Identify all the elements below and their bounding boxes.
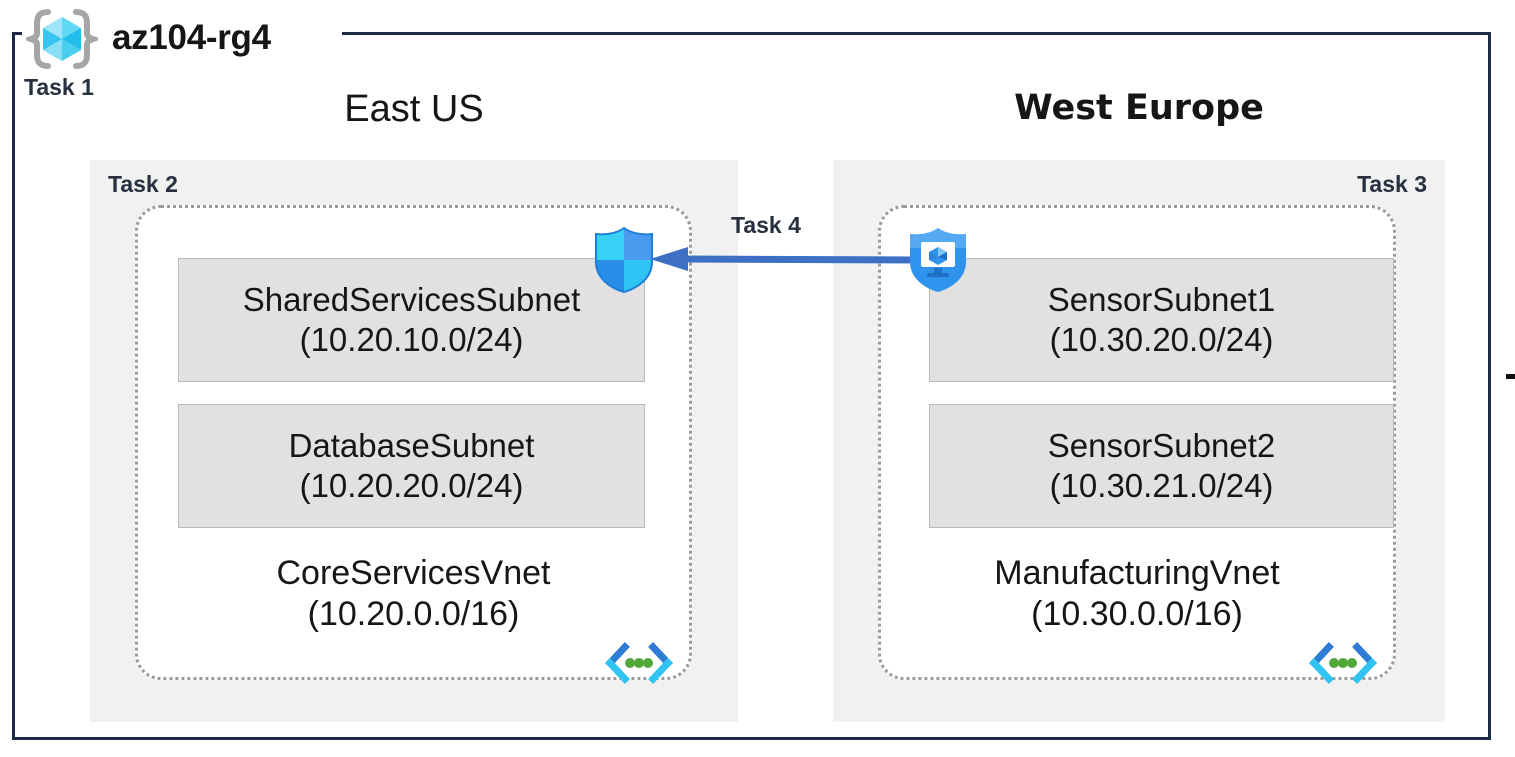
task-2-label: Task 2 (108, 171, 178, 197)
vnet-icon (603, 641, 675, 693)
subnet-sensor-2[interactable]: SensorSubnet2 (10.30.21.0/24) (929, 404, 1394, 528)
subnet-database[interactable]: DatabaseSubnet (10.20.20.0/24) (178, 404, 645, 528)
region-title-east-us: East US (344, 88, 484, 130)
subnet-name: SensorSubnet1 (1047, 280, 1276, 318)
resource-group-frame (12, 32, 1491, 740)
subnet-name: DatabaseSubnet (288, 426, 535, 464)
network-security-group-shield-icon (592, 226, 656, 294)
vnet-manufacturing[interactable]: SensorSubnet1 (10.30.20.0/24) SensorSubn… (878, 205, 1396, 684)
subnet-sensor-1[interactable]: SensorSubnet1 (10.30.20.0/24) (929, 258, 1394, 382)
vnet-name: ManufacturingVnet (994, 554, 1280, 592)
region-container-west-europe: Task 3 SensorSubnet1 (10.30.20.0/24) Sen… (833, 160, 1445, 722)
vnet-name: CoreServicesVnet (276, 554, 551, 592)
vnet-cidr: (10.20.0.0/16) (307, 594, 520, 633)
task-3-label: Task 3 (1357, 171, 1427, 197)
task-1-label: Task 1 (24, 74, 94, 100)
subnet-name: SharedServicesSubnet (242, 280, 581, 318)
subnet-cidr: (10.20.10.0/24) (299, 321, 524, 358)
vnet-core-services[interactable]: SharedServicesSubnet (10.20.10.0/24) Dat… (135, 205, 692, 684)
subnet-cidr: (10.30.20.0/24) (1049, 321, 1274, 358)
subnet-name: SensorSubnet2 (1047, 426, 1276, 464)
vnet-caption: ManufacturingVnet (10.30.0.0/16) (881, 553, 1393, 635)
resource-group-cube-icon (21, 8, 103, 70)
subnet-shared-services[interactable]: SharedServicesSubnet (10.20.10.0/24) (178, 258, 645, 382)
region-title-west-europe: West Europe (1014, 88, 1264, 128)
task-4-label: Task 4 (731, 212, 801, 238)
vnet-caption: CoreServicesVnet (10.20.0.0/16) (138, 553, 689, 635)
resource-group-name: az104-rg4 (112, 18, 271, 57)
subnet-cidr: (10.20.20.0/24) (299, 467, 524, 504)
virtual-machine-shield-icon (906, 226, 970, 294)
vnet-peering-arrow (648, 243, 921, 275)
vnet-icon (1307, 641, 1379, 693)
vnet-cidr: (10.30.0.0/16) (1031, 594, 1243, 633)
edge-artifact-mark (1506, 374, 1515, 379)
subnet-cidr: (10.30.21.0/24) (1049, 467, 1274, 504)
